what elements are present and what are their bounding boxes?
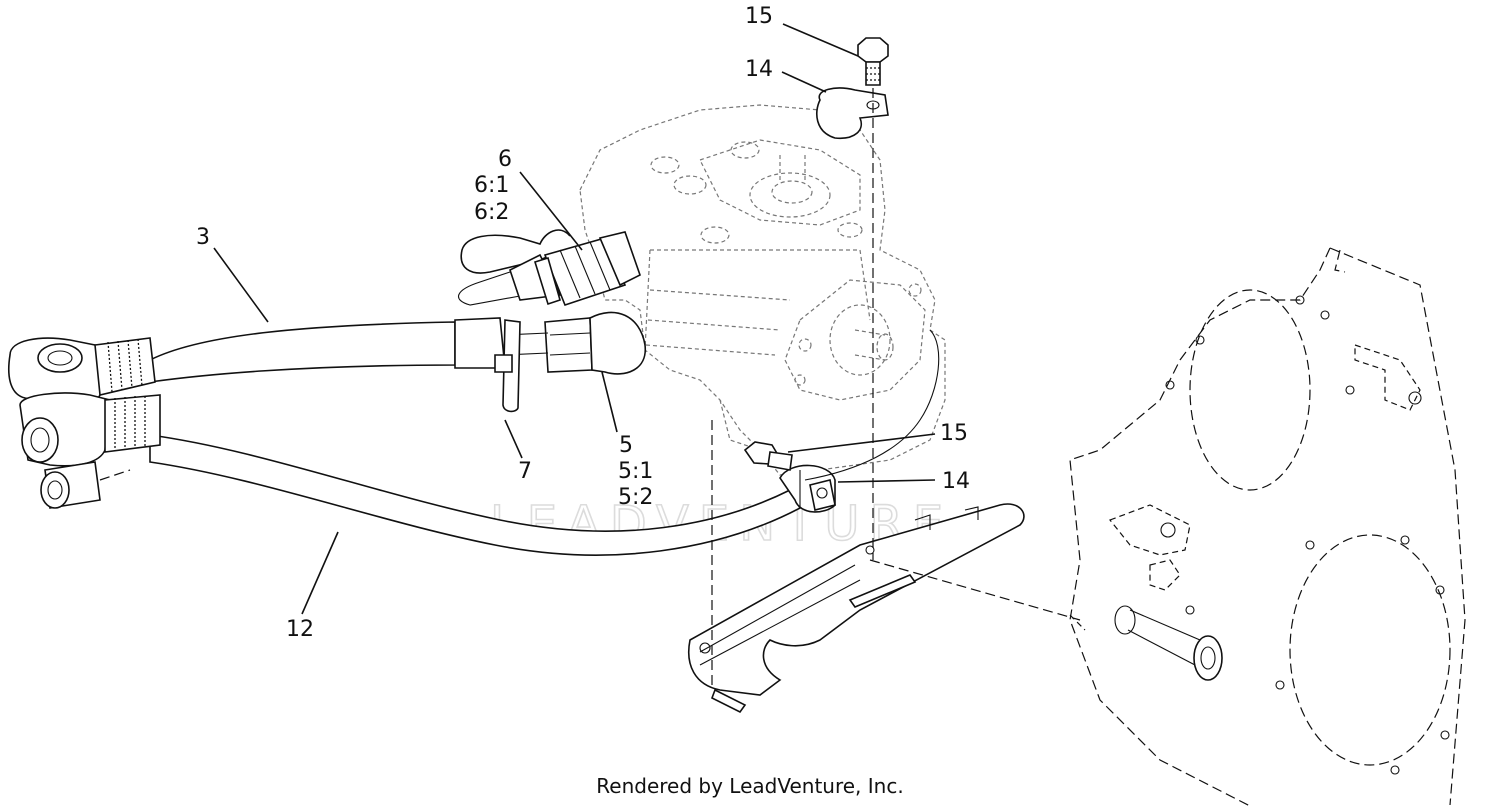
pump-mounting-bracket <box>688 503 1025 714</box>
engine-mounting-plate <box>1069 247 1466 806</box>
left-fittings <box>8 337 161 509</box>
mid-bolt-15 <box>743 441 793 471</box>
callout-5-1: 5:1 <box>618 459 653 484</box>
leader-lines <box>213 23 936 615</box>
callout-14-top: 14 <box>745 57 773 82</box>
callout-6-1: 6:1 <box>474 173 509 198</box>
callout-14-mid: 14 <box>942 469 970 494</box>
hose-6-assembly <box>458 229 641 306</box>
callout-5: 5 <box>619 433 633 458</box>
callout-5-2: 5:2 <box>618 485 653 510</box>
centerline <box>869 559 1081 621</box>
top-clamp-14 <box>816 87 889 140</box>
top-bolt-15 <box>857 37 889 86</box>
callout-15-top: 15 <box>745 4 773 29</box>
callout-6-2: 6:2 <box>474 200 509 225</box>
hose-clamp-7 <box>494 319 521 413</box>
callout-12: 12 <box>286 617 314 642</box>
callout-7: 7 <box>518 459 532 484</box>
hose-12 <box>149 329 940 556</box>
hydraulic-pump-outline <box>579 104 946 476</box>
footer-credit: Rendered by LeadVenture, Inc. <box>596 774 903 798</box>
callout-6: 6 <box>498 147 512 172</box>
callout-15-mid: 15 <box>940 421 968 446</box>
callout-3: 3 <box>196 225 210 250</box>
hose-3 <box>149 311 646 383</box>
